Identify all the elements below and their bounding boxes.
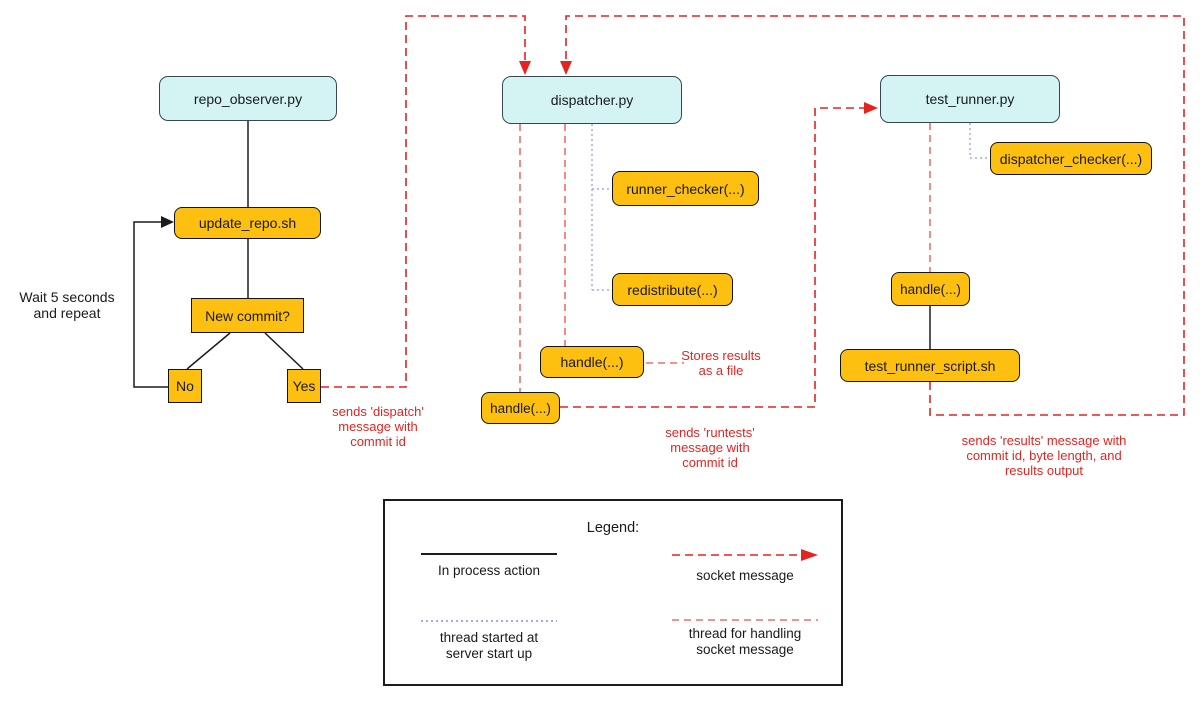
results-message-note: sends 'results' message with commit id, … (944, 433, 1144, 478)
node-repo-observer: repo_observer.py (159, 76, 337, 121)
arrowhead-runtests-message (864, 102, 878, 114)
legend-item-thread-socket: thread for handling socket message (667, 616, 823, 658)
runtests-note-line: commit id (682, 455, 738, 470)
edge-thread-to-dispatcher-checker (969, 123, 990, 159)
legend-box: Legend: In process action socket message… (383, 499, 843, 686)
legend-item-thread-startup: thread started at server start up (409, 618, 569, 662)
results-note-line: commit id, byte length, and (966, 448, 1122, 463)
node-dispatcher-checker: dispatcher_checker(...) (990, 142, 1152, 175)
node-test-runner: test_runner.py (880, 75, 1060, 123)
wait-repeat-note: Wait 5 seconds and repeat (8, 289, 126, 321)
node-no: No (168, 369, 202, 403)
legend-label-line: thread for handling (688, 626, 802, 641)
in-process-line-sample (421, 553, 557, 555)
dispatch-note-line: message with (338, 419, 418, 434)
edge-newcommit-to-no (186, 332, 231, 370)
arrowhead-loop-to-update (161, 216, 174, 228)
arrowhead-results-message (560, 61, 572, 75)
node-runner-checker: runner_checker(...) (612, 171, 759, 206)
results-note-line: results output (1004, 463, 1084, 478)
dispatch-message-note: sends 'dispatch' message with commit id (308, 404, 448, 449)
node-runner-handle: handle(...) (891, 272, 970, 306)
legend-label: socket message (696, 568, 794, 583)
stores-results-line: Stores results (681, 348, 761, 363)
node-redistribute: redistribute(...) (612, 273, 733, 306)
legend-label: thread for handling socket message (667, 626, 823, 658)
arrowhead-dispatch-message (519, 61, 531, 75)
wait-repeat-line: and repeat (33, 305, 101, 321)
edge-yes-to-dispatcher (321, 15, 526, 388)
legend-label: thread started at server start up (409, 630, 569, 662)
thread-socket-line-sample (672, 619, 818, 621)
legend-item-in-process: In process action (409, 551, 569, 579)
wait-repeat-line: Wait 5 seconds (19, 289, 115, 305)
node-yes: Yes (287, 369, 321, 403)
node-handle-results: handle(...) (540, 346, 644, 378)
legend-label-line: server start up (445, 646, 533, 661)
socket-message-line-sample (672, 549, 818, 561)
dispatch-note-line: commit id (350, 434, 406, 449)
legend-label: In process action (437, 563, 541, 578)
node-new-commit: New commit? (191, 298, 304, 333)
thread-startup-line-sample (421, 620, 557, 622)
node-update-repo: update_repo.sh (174, 207, 321, 239)
legend-title: Legend: (586, 520, 640, 536)
edge-newcommit-to-yes (264, 332, 304, 370)
stores-results-line: as a file (698, 363, 744, 378)
edge-no-loop (133, 221, 168, 388)
runtests-note-line: sends 'runtests' (665, 425, 755, 440)
edge-handle-to-testrunner (560, 107, 864, 408)
legend-item-socket-message: socket message (667, 548, 823, 584)
node-dispatcher: dispatcher.py (502, 76, 682, 124)
node-test-runner-script: test_runner_script.sh (840, 349, 1020, 382)
runtests-note-line: message with (670, 440, 750, 455)
legend-label-line: thread started at (439, 630, 539, 645)
edge-script-to-dispatcher (565, 15, 1185, 416)
node-handle-dispatch: handle(...) (481, 392, 560, 424)
legend-label-line: socket message (696, 642, 794, 657)
stores-results-note: Stores results as a file (671, 348, 771, 378)
dispatch-note-line: sends 'dispatch' (332, 404, 424, 419)
results-note-line: sends 'results' message with (961, 433, 1127, 448)
runtests-message-note: sends 'runtests' message with commit id (640, 425, 780, 470)
